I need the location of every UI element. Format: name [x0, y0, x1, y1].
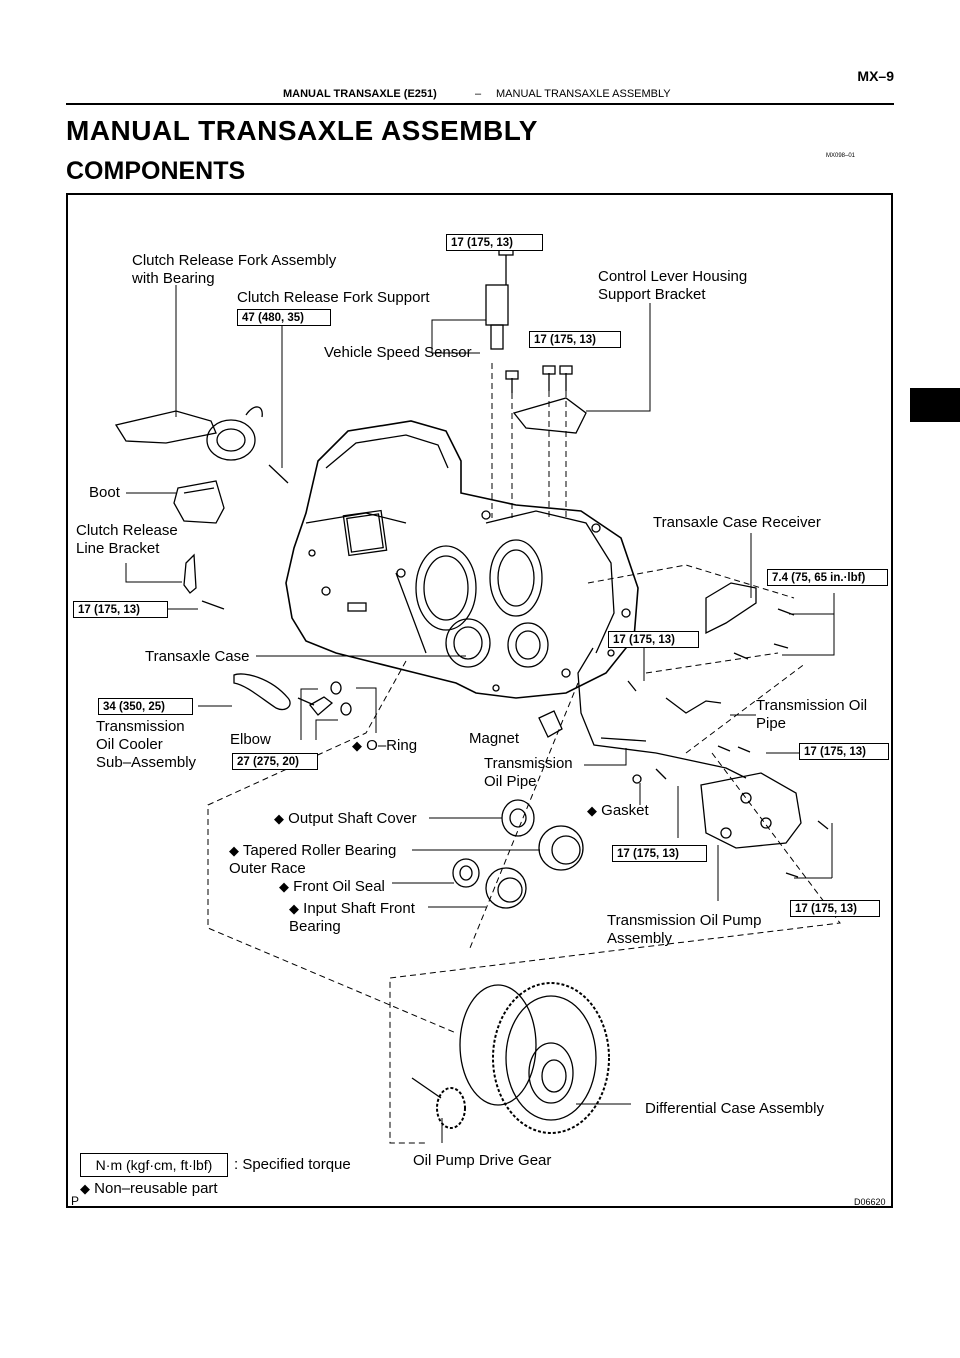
label-oil-pipe-center: Transmission Oil Pipe [484, 755, 573, 790]
line-bracket-drawing [183, 553, 197, 594]
legend-nonreuse: ◆ Non–reusable part [80, 1180, 218, 1197]
label-output-cover: ◆ Output Shaft Cover [274, 810, 417, 827]
label-boot: Boot [89, 484, 120, 501]
label-pump-gear: Oil Pump Drive Gear [413, 1152, 552, 1169]
label-transaxle-case: Transaxle Case [145, 648, 250, 665]
legend-torque-text: : Specified torque [234, 1156, 351, 1173]
label-oil-pump: Transmission Oil Pump Assembly [607, 912, 762, 947]
section-tab-marker [910, 388, 960, 422]
label-magnet: Magnet [469, 730, 520, 747]
torque-box: 17 (175, 13) [608, 631, 699, 648]
label-front-seal: ◆ Front Oil Seal [279, 878, 385, 895]
elbow-drawing [309, 696, 334, 716]
torque-box: 47 (480, 35) [237, 309, 331, 326]
oil-cooler-drawing [233, 673, 291, 711]
page-title: MANUAL TRANSAXLE ASSEMBLY [66, 115, 538, 146]
header-subsection: MANUAL TRANSAXLE ASSEMBLY [496, 88, 671, 100]
label-clutch-fork: Clutch Release Fork Assembly with Bearin… [132, 252, 337, 287]
exploded-view-diagram [114, 242, 841, 1144]
header-separator: – [475, 88, 482, 100]
oil-pipe-drawing [577, 647, 747, 779]
label-control-bracket: Control Lever Housing Support Bracket [598, 268, 748, 303]
label-oil-pipe-right: Transmission Oil Pipe [756, 697, 868, 732]
oil-pump-drawing [700, 772, 802, 849]
torque-box: 17 (175, 13) [799, 743, 889, 760]
differential-drawing [459, 982, 610, 1134]
label-case-receiver: Transaxle Case Receiver [653, 514, 821, 531]
label-line-bracket: Clutch Release Line Bracket [76, 522, 178, 557]
torque-box: 34 (350, 25) [98, 698, 193, 715]
case-receiver-drawing [705, 582, 757, 635]
torque-box: 17 (175, 13) [73, 601, 168, 618]
boot-drawing [173, 480, 225, 524]
page-subtitle: COMPONENTS [66, 157, 246, 185]
label-oring: ◆ O–Ring [352, 737, 418, 754]
torque-box: 17 (175, 13) [612, 845, 707, 862]
front-seal-drawing [452, 858, 480, 888]
torque-box: 27 (275, 20) [232, 753, 318, 770]
label-roller-race: ◆ Tapered Roller Bearing Outer Race [229, 842, 397, 877]
output-cover-drawing [501, 799, 535, 837]
torque-box: 17 (175, 13) [529, 331, 621, 348]
figure-code: D06620 [854, 1197, 886, 1207]
label-input-bearing: ◆ Input Shaft Front Bearing [289, 900, 415, 935]
legend-torque-unit: N·m (kgf·cm, ft·lbf) [80, 1153, 228, 1177]
magnet-drawing [538, 710, 563, 738]
gasket-drawing [632, 774, 642, 784]
label-speed-sensor: Vehicle Speed Sensor [324, 344, 472, 361]
label-gasket: ◆ Gasket [587, 802, 649, 819]
roller-race-drawing [538, 825, 584, 871]
label-diff-case: Differential Case Assembly [645, 1100, 824, 1117]
label-elbow: Elbow [230, 731, 271, 748]
header-section: MANUAL TRANSAXLE (E251) [283, 88, 437, 100]
pump-gear-drawing [411, 1077, 442, 1099]
header-rule [66, 103, 894, 105]
clutch-fork-drawing [114, 406, 263, 461]
figure-frame [66, 193, 893, 1208]
torque-box: 17 (175, 13) [446, 234, 543, 251]
bolt-drawings [201, 242, 829, 878]
figure-prefix: P [71, 1194, 80, 1208]
page-number: MX–9 [857, 68, 894, 84]
label-oil-cooler: Transmission Oil Cooler Sub–Assembly [96, 718, 197, 771]
torque-box: 17 (175, 13) [790, 900, 880, 917]
torque-box: 7.4 (75, 65 in.·lbf) [767, 569, 888, 586]
document-id: MX098–01 [826, 153, 856, 159]
label-fork-support: Clutch Release Fork Support [237, 289, 430, 306]
input-bearing-drawing [485, 867, 527, 909]
transaxle-case-drawing [285, 420, 639, 699]
